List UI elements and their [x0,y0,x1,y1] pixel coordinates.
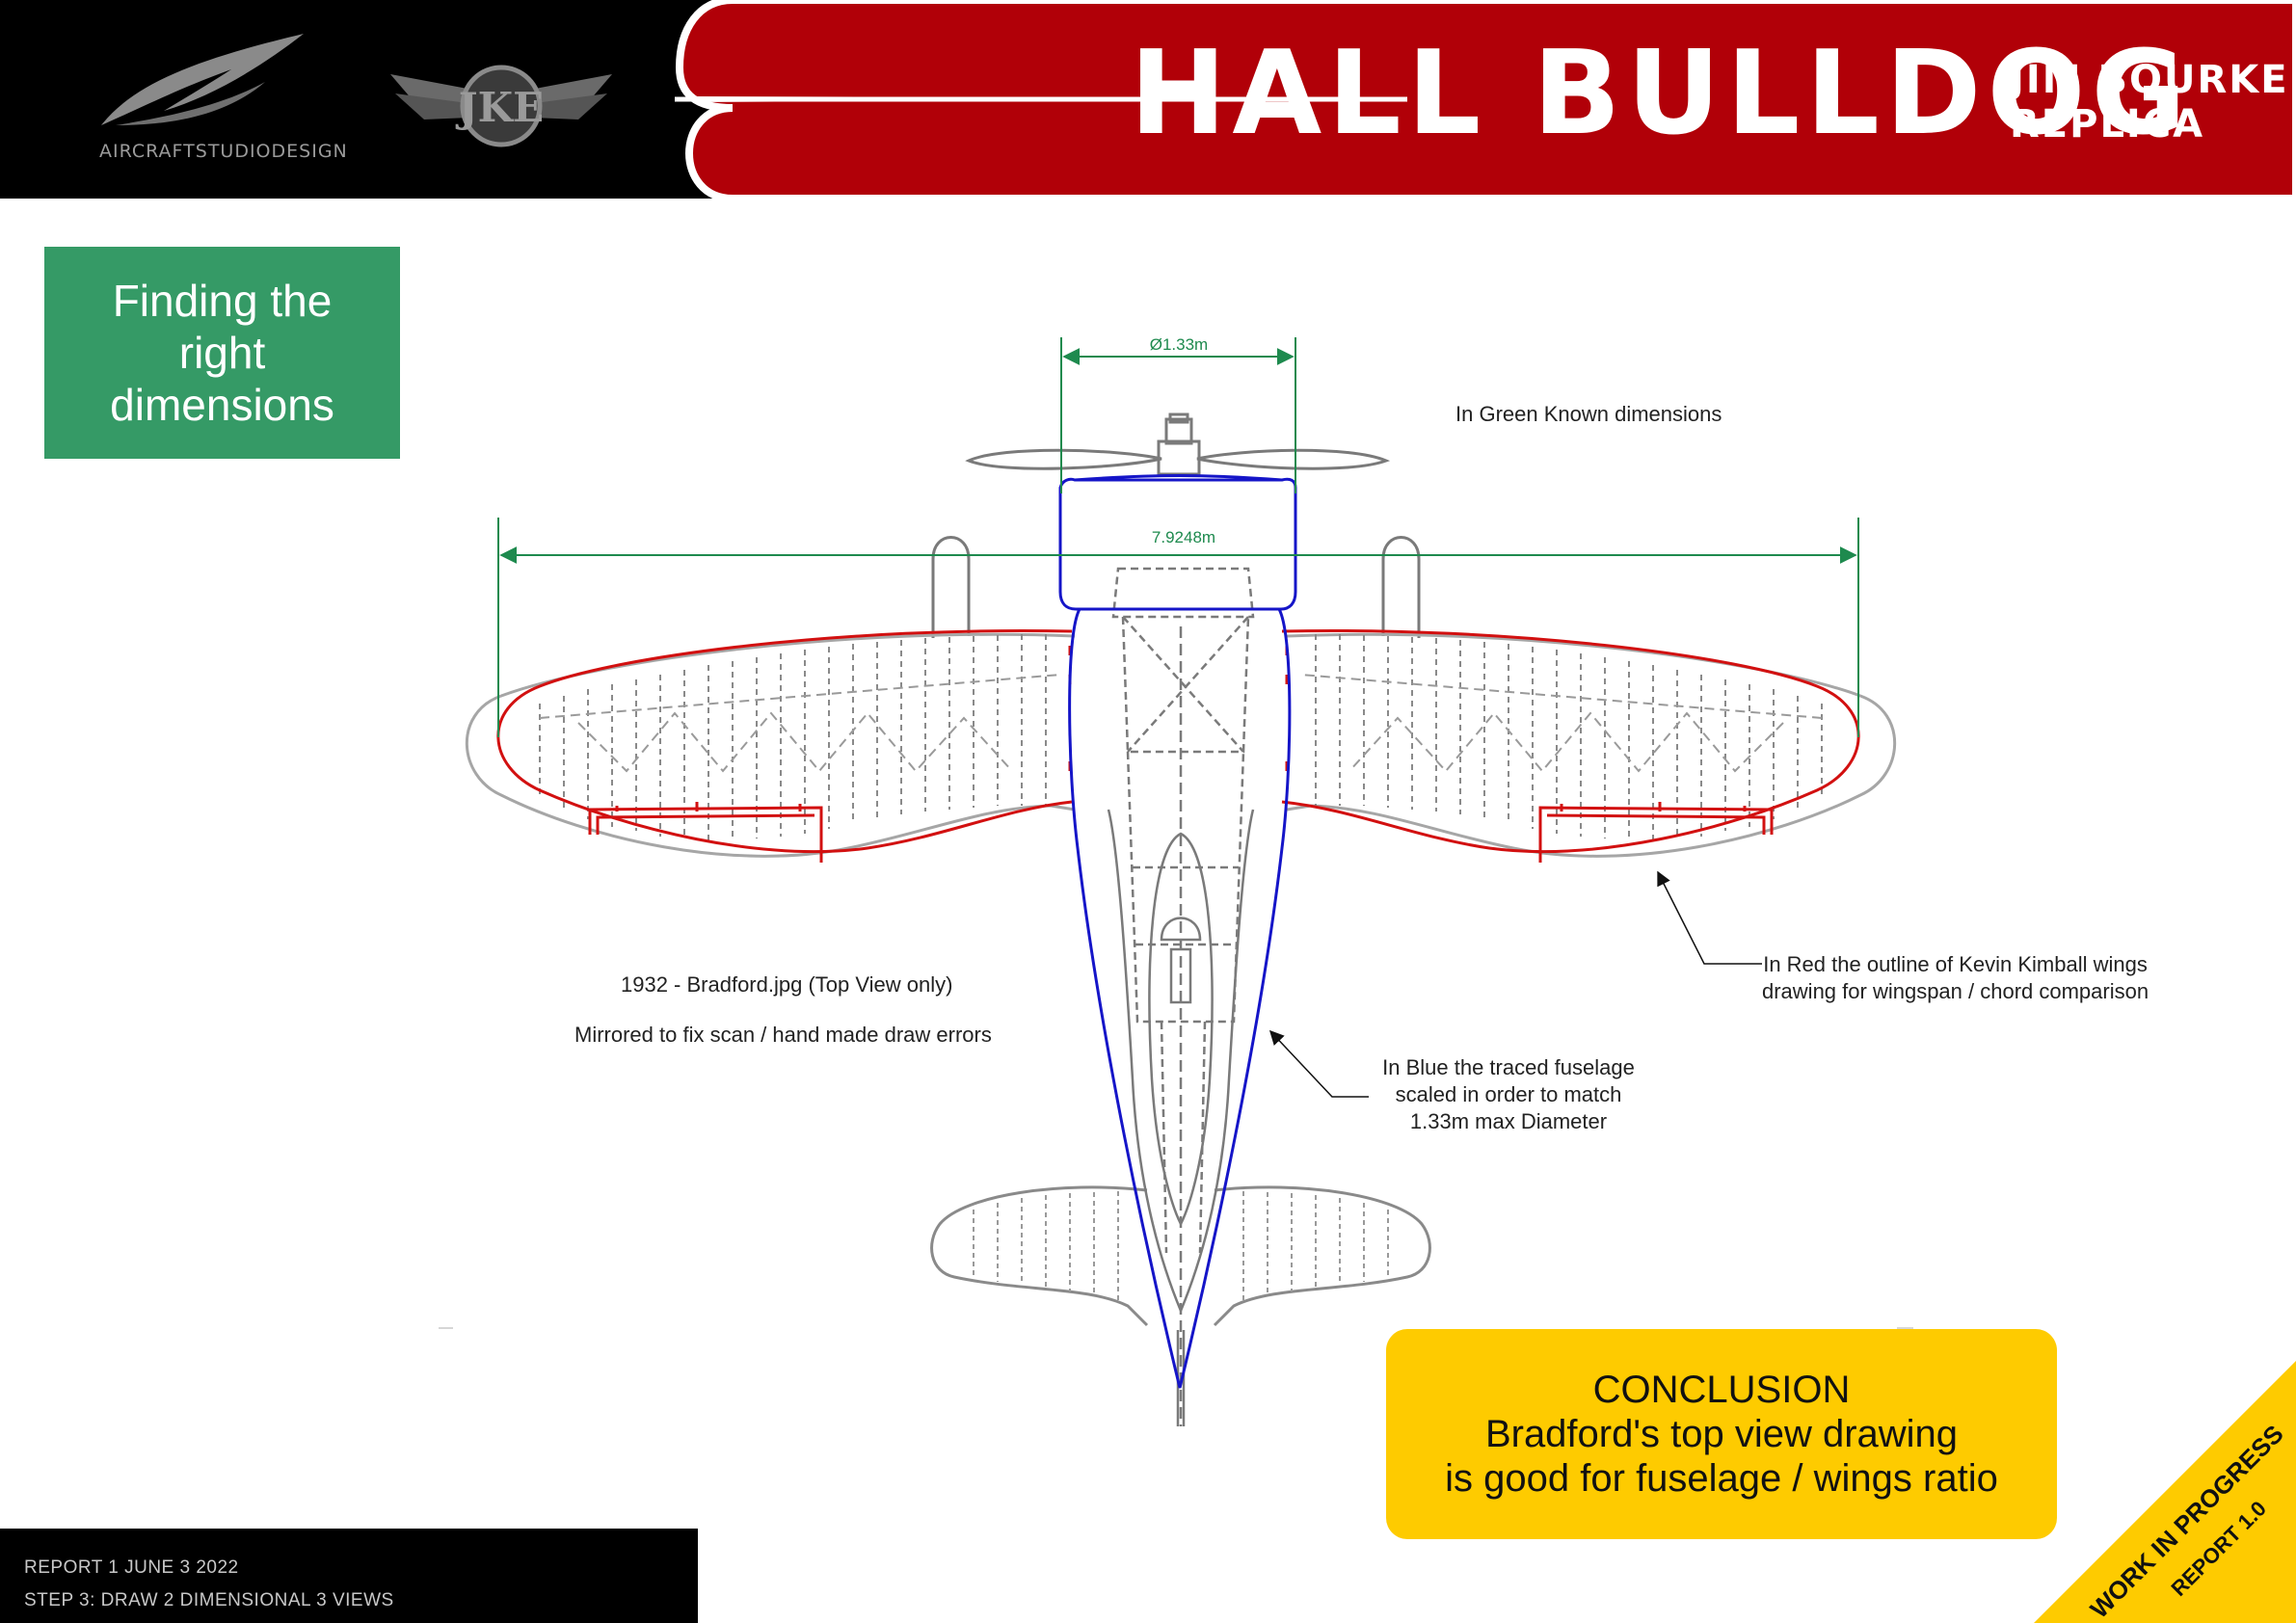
tail-ribs [973,1191,1389,1301]
conclusion-line-1: Bradford's top view drawing [1484,1413,1959,1455]
subtitle-line-1: JIM BOURKE [2010,58,2289,102]
subtitle-line-2: REPLICA [2010,102,2205,146]
source-note: 1932 - Bradford.jpg (Top View only) Mirr… [574,971,1028,1049]
propeller [965,412,1391,476]
red-note-leader [1657,870,1762,965]
header-bar: AIRCRAFTSTUDIODESIGN JKE HALL BULLDOG JI… [0,0,2296,199]
blue-fuselage-trace [1058,474,1297,1389]
wing-ribs-left [539,634,1047,840]
wing-scan-outline [465,632,1897,858]
red-outline-note: In Red the outline of Kevin Kimball wing… [1762,951,2149,1005]
wing-truss [539,674,1823,773]
footer-report-date: REPORT 1 JUNE 3 2022 [24,1557,239,1578]
page-subtitle: JIM BOURKE REPLICA [2010,58,2289,146]
jke-wings-logo-icon: JKE [390,65,612,147]
section-label-box: Finding the right dimensions [44,247,400,459]
landing-struts [931,536,1421,638]
page-title: HALL BULLDOG [1130,27,2192,161]
wingspan-label: 7.9248m [1152,528,1215,546]
jke-monogram: JKE [455,84,544,131]
diameter-label: Ø1.33m [1150,335,1208,354]
source-note-line-1: 1932 - Bradford.jpg (Top View only) [621,972,953,997]
tailplane [930,1185,1431,1327]
wingspan-dimension [497,518,1859,737]
blue-trace-note: In Blue the traced fuselage scaled in or… [1369,1054,1648,1135]
red-note-line-1: In Red the outline of Kevin Kimball wing… [1763,952,2148,976]
green-legend-note: In Green Known dimensions [1455,402,1722,426]
conclusion-line-2: is good for fuselage / wings ratio [1445,1457,1998,1500]
footer-bar: REPORT 1 JUNE 3 2022 STEP 3: DRAW 2 DIME… [0,1529,698,1623]
source-note-line-2: Mirrored to fix scan / hand made draw er… [574,1023,992,1047]
blue-note-line-1: In Blue the traced fuselage [1382,1055,1635,1079]
feather-logo-icon [101,34,304,125]
section-label: Finding the right dimensions [110,276,334,430]
diameter-dimension [1060,337,1296,493]
footer-step: STEP 3: DRAW 2 DIMENSIONAL 3 VIEWS [24,1590,394,1610]
red-note-line-2: drawing for wingspan / chord comparison [1762,979,2149,1003]
blue-note-line-2: scaled in order to match [1395,1082,1622,1106]
blue-note-leader [1268,1029,1369,1098]
fuselage-scan [1107,567,1255,1426]
conclusion-heading: CONCLUSION [1592,1369,1851,1411]
brand-name: AIRCRAFTSTUDIODESIGN [99,141,348,162]
blue-note-line-3: 1.33m max Diameter [1409,1109,1608,1133]
header-red-band [675,0,2296,199]
conclusion-box: CONCLUSION Bradford's top view drawing i… [1386,1329,2057,1539]
